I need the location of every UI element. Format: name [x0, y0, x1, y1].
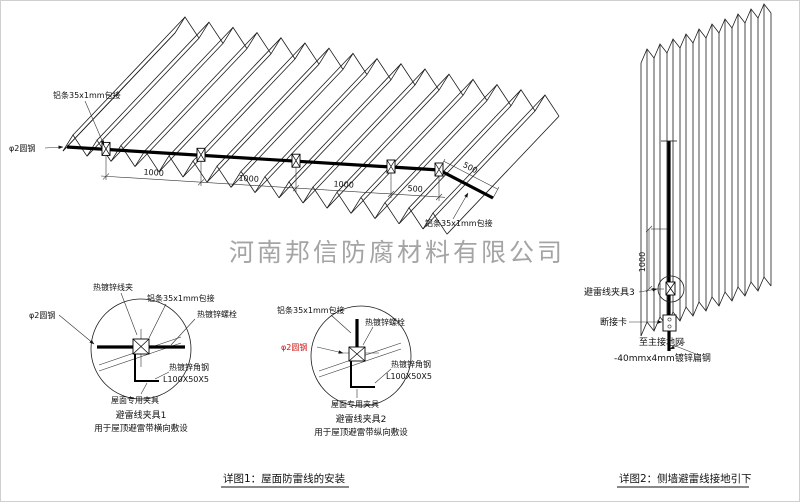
roof-corrugation: [62, 16, 560, 235]
wall-label-clamp3: 避雷线夹具3: [584, 286, 635, 298]
detail-2-subtitle: 用于屋顶避雷带纵向敷设: [314, 427, 408, 438]
detail-1-label-strip: 铝条35x1mm包接: [147, 293, 215, 303]
detail-circle-2: 铝条35x1mm包接 热镀锌螺栓 φ2圆钢 热镀锌角钢 L100X50X5 屋面…: [277, 305, 432, 438]
leader-strip-top: [84, 100, 105, 146]
wall-dimension: 1000: [638, 225, 667, 293]
detail-1-label-bolt: 热镀锌螺栓: [197, 309, 237, 319]
company-watermark: 河南邦信防腐材料有限公司: [229, 238, 565, 267]
wall-label-flat-steel: -40mmx4mm镀锌扁钢: [614, 352, 711, 364]
wall-dim-label: 1000: [638, 252, 647, 272]
leader-strip-right: [452, 192, 469, 220]
detail-2-label-strip: 铝条35x1mm包接: [277, 305, 345, 315]
wire-clamp: [386, 159, 396, 174]
detail-2-label-bolt: 热镀锌螺栓: [365, 317, 405, 327]
wall-label-disconnect: 断接卡: [600, 316, 627, 328]
wire-clamp: [101, 141, 111, 156]
dim-label-2: 1000: [238, 174, 259, 184]
roof-right-edge: [446, 115, 560, 235]
dim-label-1: 1000: [143, 168, 164, 178]
detail-circle-1: 热镀锌线夹 铝条35x1mm包接 热镀锌螺栓 φ2圆钢 热镀锌角钢 L100X5…: [29, 282, 237, 434]
label-round-steel: φ2圆钢: [9, 143, 35, 153]
detail-1-angle-steel: [134, 354, 159, 382]
detail-2-angle-steel: [350, 361, 375, 388]
detail-1-circle: [90, 298, 192, 400]
dim-label-3: 1000: [333, 179, 354, 189]
lightning-wire: [66, 145, 494, 200]
detail-2-circle: [310, 305, 412, 407]
disconnect-link-box: [662, 314, 677, 332]
caption-detail-2: 详图2：侧墙避雷线接地引下: [617, 472, 752, 488]
dim-label-4: 500: [407, 184, 423, 194]
detail-2-label-rod: φ2圆钢: [281, 342, 307, 352]
detail-1-label-wire-clip: 热镀锌线夹: [93, 282, 133, 292]
caption-detail-1: 详图1：屋面防雷线的安装: [221, 472, 349, 488]
roof-left-edge: [62, 32, 176, 152]
wire-clamp: [196, 147, 206, 162]
wire-clamp: [291, 153, 301, 168]
roof-dimension-chain: 1000 1000 1000 500: [100, 155, 446, 201]
detail-1-label-angle: 热镀锌角钢: [169, 362, 209, 372]
side-wall-view: 1000 避雷线夹具3 断接卡 至主接地网 -40mmx4mm镀锌扁钢: [584, 3, 772, 364]
detail-2-label-angle-spec: L100X50X5: [386, 372, 432, 381]
detail-1-label-rod: φ2圆钢: [29, 310, 55, 320]
label-aluminum-strip-right: 铝条35x1mm包接: [425, 218, 493, 228]
label-aluminum-strip-top: 铝条35x1mm包接: [53, 90, 121, 100]
detail-1-label-angle-spec: L100X50X5: [163, 375, 209, 384]
detail-2-label-angle: 热镀锌角钢: [391, 359, 431, 369]
roof-isometric-view: 1000 1000 1000 500 500 铝条35x1mm包接 φ2圆钢 铝…: [9, 16, 560, 235]
detail-2-title: 避雷线夹具2: [336, 413, 387, 425]
wall-corrugation: [640, 3, 772, 337]
leader-round-steel: [44, 145, 64, 150]
wall-label-to-ground: 至主接地网: [639, 336, 684, 348]
detail-2-label-clamp: 屋面专用夹具: [331, 399, 379, 409]
caption-detail-1-text: 详图1：屋面防雷线的安装: [223, 472, 346, 485]
detail-1-title: 避雷线夹具1: [116, 409, 167, 421]
roof-slope-dimension: 500: [438, 158, 500, 199]
detail-1-subtitle: 用于屋顶避雷带横向敷设: [94, 423, 188, 434]
detail-1-label-clamp: 屋面专用夹具: [111, 395, 159, 405]
caption-detail-2-text: 详图2：侧墙避雷线接地引下: [619, 472, 752, 485]
